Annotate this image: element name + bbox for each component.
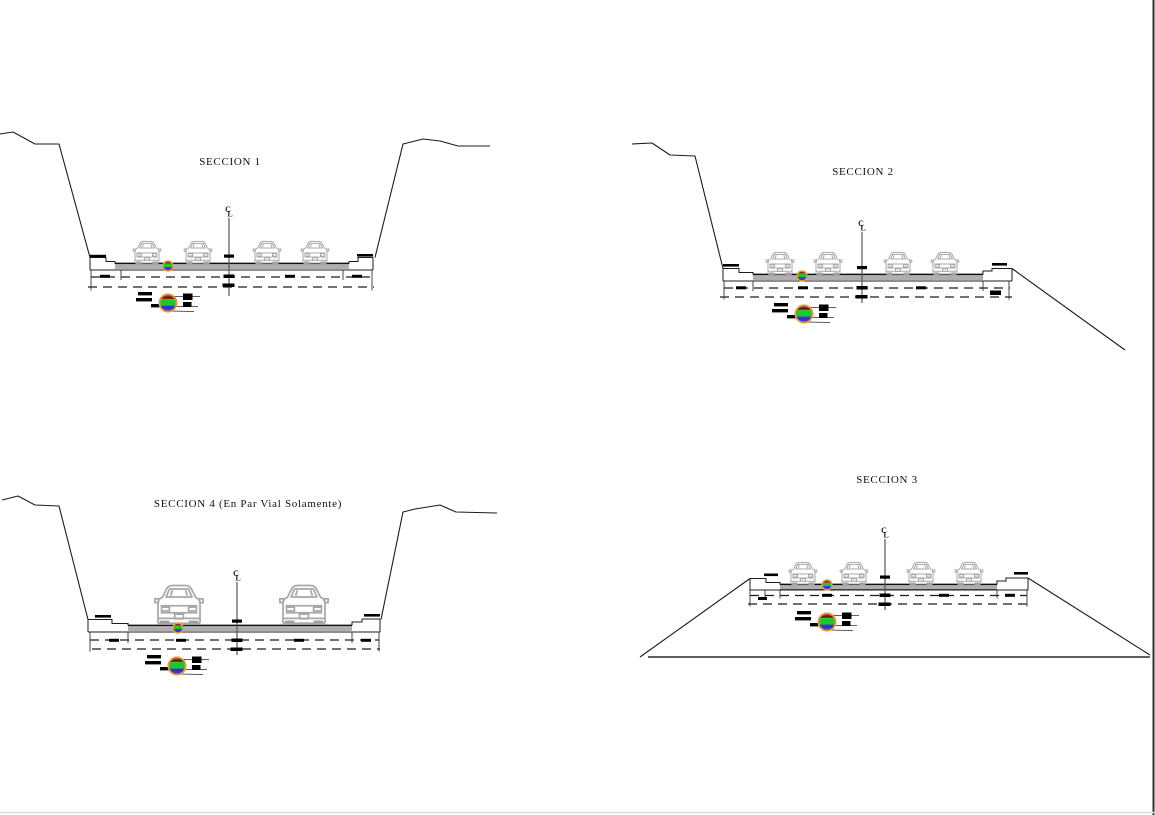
terrain-left-cut <box>1 495 89 620</box>
pavement-layers <box>723 273 1012 282</box>
sidewalk-right <box>982 268 1012 275</box>
section-seccion-3: SECCION 3 <box>639 474 1151 658</box>
pavement-layers <box>90 262 373 271</box>
cars <box>132 240 330 265</box>
terrain-right-fill-slope <box>1011 268 1126 351</box>
centerline-symbol-c: C <box>881 526 887 535</box>
cars <box>153 584 330 626</box>
terrain-left-cut <box>631 142 724 269</box>
centerline: C L <box>233 569 241 655</box>
dimension-extension-lines <box>723 281 1010 300</box>
sidewalk-right <box>351 618 380 626</box>
terrain-left-cut <box>0 131 91 258</box>
dimension-text-marks <box>723 263 1007 299</box>
section-seccion-4: SECCION 4 (En Par Vial Solamente) <box>1 495 498 675</box>
centerline-symbol-c: C <box>225 205 231 214</box>
dimension-extension-lines <box>90 270 373 291</box>
section-seccion-2: SECCION 2 C L <box>631 142 1126 351</box>
pavement-layers <box>88 624 380 633</box>
centerline-symbol-c: C <box>858 219 864 228</box>
section-title: SECCION 4 (En Par Vial Solamente) <box>154 498 342 510</box>
centerline: C L <box>858 219 866 303</box>
centerline-symbol-l: L <box>883 531 888 540</box>
road-deck <box>87 618 381 633</box>
embankment-right-slope <box>1027 577 1151 656</box>
dimension-extension-lines <box>89 632 380 652</box>
sidewalk-left <box>750 578 781 585</box>
section-title: SECCION 1 <box>199 156 261 168</box>
section-title: SECCION 3 <box>856 474 918 486</box>
section-title: SECCION 2 <box>832 166 894 178</box>
centerline: C L <box>225 205 233 296</box>
road-deck <box>89 257 374 271</box>
pavement-layers <box>750 583 1028 591</box>
sidewalk-left <box>88 619 129 626</box>
sidewalk-right <box>996 577 1028 585</box>
centerline-symbol-l: L <box>227 210 232 219</box>
road-deck <box>722 268 1013 282</box>
centerline: C L <box>881 526 889 610</box>
centerline-symbol-c: C <box>233 569 239 578</box>
cars <box>788 561 984 586</box>
centerline-symbol-l: L <box>235 574 240 583</box>
embankment <box>639 577 1151 658</box>
centerline-symbol-l: L <box>860 224 865 233</box>
terrain-right-cut <box>380 504 498 620</box>
embankment-left-slope <box>639 578 751 658</box>
section-seccion-1: SECCION 1 C L <box>0 131 490 312</box>
dimension-text-marks <box>90 254 373 287</box>
sidewalk-right <box>348 257 373 264</box>
sidewalk-left <box>90 257 116 264</box>
terrain-right-cut <box>374 138 490 258</box>
dimension-text-marks <box>95 614 380 651</box>
dimension-text-marks <box>758 572 1028 606</box>
sidewalk-left <box>723 268 754 275</box>
